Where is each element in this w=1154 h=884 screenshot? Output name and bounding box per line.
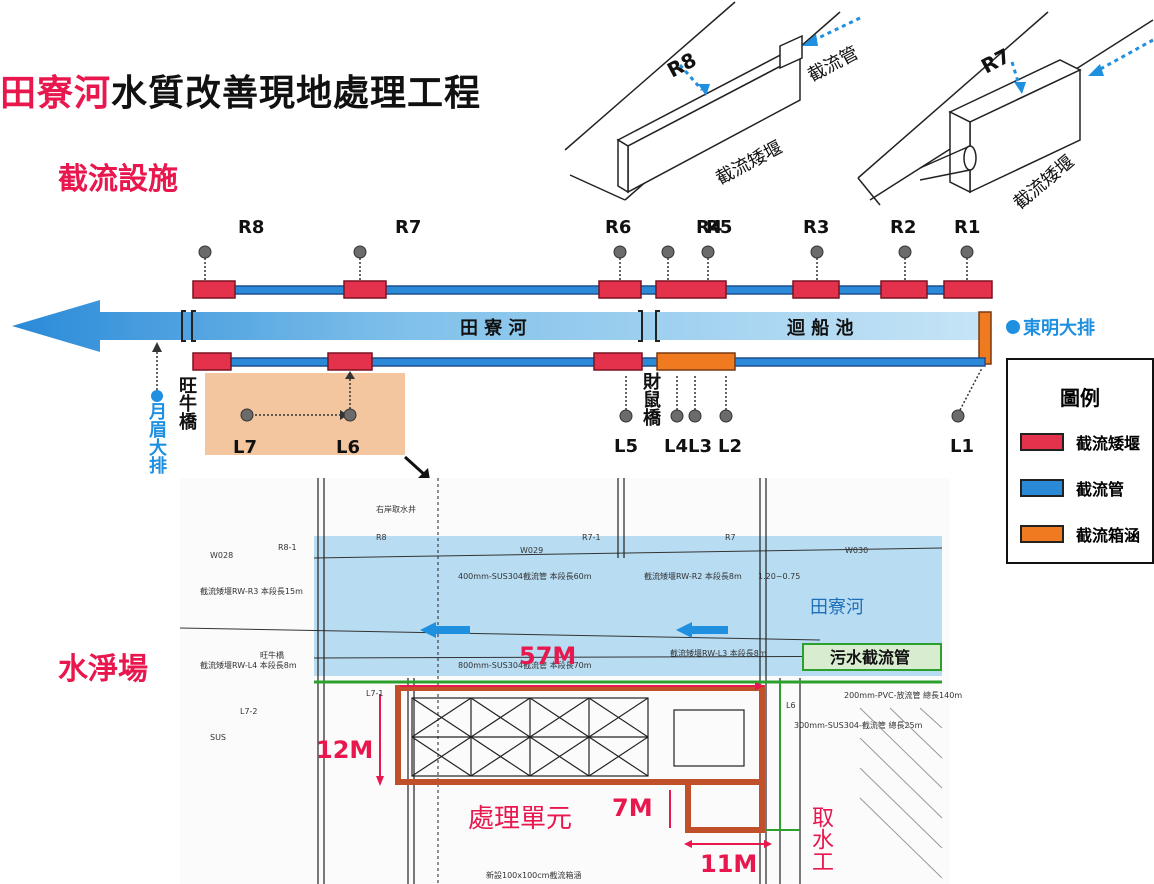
bottom-weirs <box>192 352 643 371</box>
plan-weir-l4: 截流矮堰RW-L4 本段長8m <box>200 660 297 670</box>
label-r6: R6 <box>605 217 631 238</box>
river-name-right: 迴 船 池 <box>787 317 854 339</box>
building-hatch <box>859 707 943 879</box>
plan-sus: SUS <box>210 733 226 742</box>
sewer-label: 污水截流管 <box>830 648 910 667</box>
plan-r8-1-text: R8-1 <box>278 543 297 552</box>
plan-slope: 1.20~0.75 <box>758 572 800 581</box>
dimension-57m: 57M <box>519 642 577 670</box>
legend-label-box: 截流箱涵 <box>1076 526 1141 545</box>
sewer-label-box <box>802 643 942 671</box>
plan-r8-text: R8 <box>376 533 387 542</box>
section-plant-title: 水淨場 <box>58 652 148 687</box>
plan-w-right: W030 <box>845 546 868 555</box>
dimension-11m: 11M <box>700 850 758 878</box>
sketch-left-code: R8 <box>663 47 700 82</box>
label-r3: R3 <box>803 217 829 238</box>
plan-w-left: W029 <box>520 546 543 555</box>
bridge-east-label: 財鼠橋 <box>640 372 661 426</box>
west-drain-label: 月眉大排 <box>146 402 167 474</box>
legend-item-box: 截流箱涵 <box>1020 520 1140 548</box>
sketch-right-weir <box>919 59 1082 194</box>
plan-pipe1-text: 400mm-SUS304截流管 本段長60m <box>458 571 592 581</box>
legend-item-pipe: 截流管 <box>1020 474 1124 502</box>
intake-label: 取水工 <box>808 806 833 872</box>
label-l7: L7 <box>233 437 257 458</box>
river-flow-arrow <box>12 300 985 352</box>
top-intercept-pipe <box>194 285 991 295</box>
east-drain-dot <box>1006 320 1020 334</box>
plan-outfall-text: 右岸取水井 <box>376 504 416 514</box>
sketch-left-weir-label: 截流矮堰 <box>712 137 785 189</box>
top-dots <box>198 245 974 259</box>
treatment-unit-outline <box>395 685 765 785</box>
sketch-left-weir <box>616 34 803 194</box>
plant-area-highlight <box>205 373 405 455</box>
section-intercept-title: 截流設施 <box>58 162 178 197</box>
legend-label-pipe: 截流管 <box>1076 480 1125 499</box>
tank-grid <box>411 697 745 777</box>
legend-label-weir: 截流矮堰 <box>1076 434 1141 453</box>
treatment-unit-label: 處理單元 <box>468 804 573 834</box>
legend-box: 圖例 截流矮堰 截流管 截流箱涵 <box>1006 358 1154 564</box>
site-plan: 污水截流管 田寮河 右岸取 <box>179 478 962 884</box>
plan-flow-arrow-left <box>420 622 470 638</box>
bridge-west-label: 旺牛橋 <box>176 376 197 430</box>
plan-pipe2-text: 800mm-SUS304截流管 本段長70m <box>458 660 592 670</box>
sketch-flow-arrows <box>678 16 1154 91</box>
title-rest: 水質改善現地處理工程 <box>111 73 482 114</box>
plan-bridge: 旺牛橋 <box>260 650 284 660</box>
legend-item-weir: 截流矮堰 <box>1020 428 1140 456</box>
label-l6: L6 <box>336 437 360 458</box>
intake-outline <box>685 779 765 833</box>
label-r5: R5 <box>706 217 732 238</box>
sketch-left-pipe-label: 截流管 <box>804 43 862 87</box>
plan-bottom-text: 新設100x100cm截流箱涵 <box>486 870 581 880</box>
river-name-left: 田 寮 河 <box>460 317 527 339</box>
west-drain-dot <box>151 390 163 402</box>
label-l1: L1 <box>950 436 974 457</box>
page-title: 田寮河水質改善現地處理工程 <box>0 64 481 116</box>
plan-sus-text: 300mm-SUS304-截流管 總長25m <box>794 720 923 730</box>
east-end-box <box>978 311 992 365</box>
legend-swatch-weir <box>1020 433 1064 451</box>
label-l5: L5 <box>614 436 638 457</box>
plan-weir-r2: 截流矮堰RW-R2 本段長8m <box>644 571 742 581</box>
weir-sketches: R8 截流管 截流矮堰 R7 截流矮堰 <box>564 1 1154 214</box>
plan-river-name: 田寮河 <box>810 597 864 618</box>
plan-flow-arrow-right <box>676 622 728 638</box>
plan-weir-r3: 截流矮堰RW-R3 本段長15m <box>200 586 303 596</box>
plan-w-l: W028 <box>210 551 233 560</box>
top-weirs <box>192 280 993 299</box>
plan-pvc-text: 200mm-PVC-放流管 總長140m <box>844 690 962 700</box>
label-r8: R8 <box>238 217 264 238</box>
plan-l7-1: L7-1 <box>366 689 384 698</box>
bottom-box-culvert <box>656 352 736 371</box>
label-l4: L4 <box>664 436 688 457</box>
label-r2: R2 <box>890 217 916 238</box>
label-r1: R1 <box>954 217 980 238</box>
legend-title: 圖例 <box>1060 386 1100 410</box>
plan-l6: L6 <box>786 701 796 710</box>
dimension-12m: 12M <box>316 736 374 764</box>
plan-l7-2: L7-2 <box>240 707 258 716</box>
bottom-intercept-pipe <box>194 357 986 367</box>
plan-r7-text: R7 <box>725 533 736 542</box>
l7-l6-connector: L7 L6 <box>233 371 360 458</box>
plan-weir-l3: 截流矮堰RW-L3 本段長8m <box>670 648 767 658</box>
sketch-right-code: R7 <box>977 43 1014 78</box>
label-l2: L2 <box>718 436 742 457</box>
east-drain-label: 東明大排 <box>1023 317 1095 339</box>
legend-swatch-pipe <box>1020 479 1064 497</box>
legend-swatch-box <box>1020 525 1064 543</box>
dimension-7m: 7M <box>612 794 653 822</box>
plan-r7-1-text: R7-1 <box>582 533 601 542</box>
label-l3: L3 <box>688 436 712 457</box>
pointer-arrow <box>403 455 430 480</box>
intercept-schematic: R8 R7 R6 R4 R5 R3 R2 R1 <box>12 217 1095 457</box>
label-r7: R7 <box>395 217 421 238</box>
label-r4: R4 <box>696 217 722 238</box>
title-highlight: 田寮河 <box>0 73 112 114</box>
